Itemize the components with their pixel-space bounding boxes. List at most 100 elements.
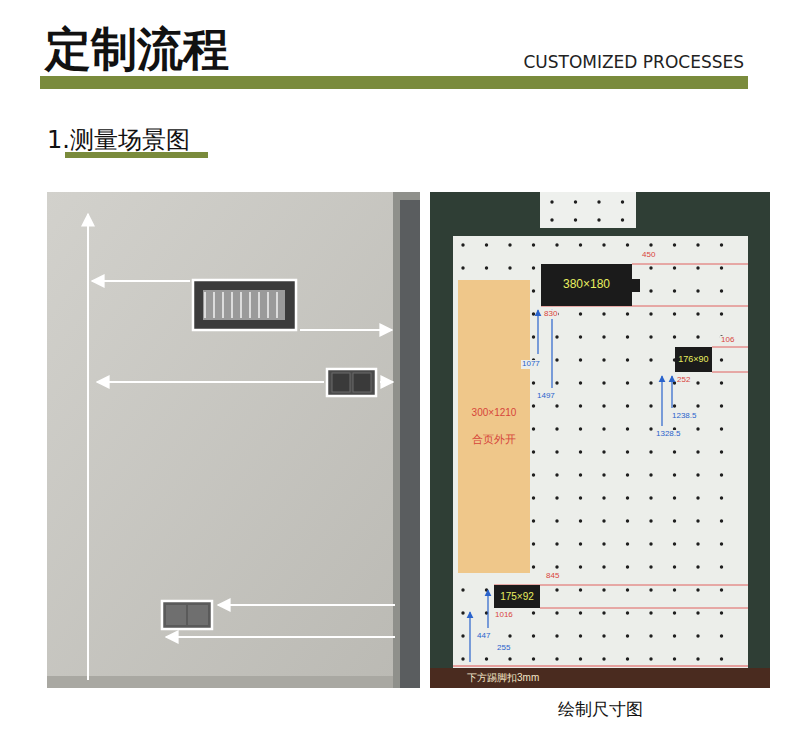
peg-hole [532, 542, 535, 545]
peg-hole [696, 335, 699, 338]
switch-cutout: 176×90 [675, 347, 712, 372]
dimension: 450 [641, 251, 656, 260]
peg-hole [602, 358, 605, 361]
peg-hole [579, 542, 582, 545]
peg-hole [555, 358, 558, 361]
peg-hole [649, 404, 652, 407]
peg-hole [555, 381, 558, 384]
measure-arrow [92, 280, 190, 282]
peg-hole [555, 611, 558, 614]
peg-hole [532, 634, 535, 637]
node-text: 175×92 [500, 591, 534, 603]
peg-hole [626, 427, 629, 430]
door-frame [393, 192, 420, 688]
peg-hole [532, 335, 535, 338]
red-dimension-lines [494, 264, 748, 608]
dimension: 447 [476, 632, 491, 641]
peg-hole [626, 450, 629, 453]
peg-hole [626, 657, 629, 660]
node-text: 300×1210 [472, 407, 517, 419]
peg-hole [673, 289, 676, 292]
peg-hole [579, 404, 582, 407]
dimension: 252 [676, 376, 691, 385]
peg-hole [574, 200, 577, 203]
peg-hole [626, 611, 629, 614]
peg-hole [532, 312, 535, 315]
peg-hole [485, 243, 488, 246]
peg-hole [602, 588, 605, 591]
peg-hole [673, 266, 676, 269]
peg-hole [532, 289, 535, 292]
skirting-note: 下方踢脚扣3mm [466, 672, 540, 683]
peg-hole [720, 450, 723, 453]
peg-hole [597, 218, 600, 221]
peg-hole [720, 266, 723, 269]
cabinet-box: 380×180 [541, 264, 632, 306]
peg-hole [579, 634, 582, 637]
peg-hole [508, 657, 511, 660]
peg-hole [673, 519, 676, 522]
blue-dimension-arrow [487, 590, 488, 628]
peg-hole [673, 657, 676, 660]
peg-hole [696, 657, 699, 660]
wall-photo [47, 192, 420, 688]
socket-plate [188, 605, 208, 625]
peg-hole [626, 542, 629, 545]
peg-hole [626, 565, 629, 568]
peg-hole [696, 243, 699, 246]
peg-hole [461, 634, 464, 637]
peg-hole [649, 358, 652, 361]
peg-hole [626, 404, 629, 407]
peg-hole [626, 473, 629, 476]
peg-hole [673, 611, 676, 614]
peg-hole [626, 381, 629, 384]
peg-hole [621, 218, 624, 221]
peg-hole [602, 450, 605, 453]
peg-hole [532, 381, 535, 384]
peg-hole [555, 657, 558, 660]
peg-hole [550, 200, 553, 203]
peg-hole [649, 312, 652, 315]
measure-arrow [218, 604, 395, 606]
peg-hole [649, 243, 652, 246]
peg-hole [673, 565, 676, 568]
peg-hole [720, 588, 723, 591]
peg-hole [532, 496, 535, 499]
top-pegboard [540, 192, 636, 228]
peg-hole [696, 588, 699, 591]
measure-arrow [97, 381, 324, 383]
peg-hole [602, 243, 605, 246]
peg-hole [626, 588, 629, 591]
peg-hole [461, 266, 464, 269]
peg-hole [532, 243, 535, 246]
peg-hole [602, 427, 605, 430]
peg-hole [720, 289, 723, 292]
peg-hole [579, 450, 582, 453]
peg-hole [555, 542, 558, 545]
peg-hole [602, 496, 605, 499]
peg-hole [579, 335, 582, 338]
peg-hole [673, 404, 676, 407]
peg-hole [649, 381, 652, 384]
peg-hole [673, 335, 676, 338]
peg-hole [555, 519, 558, 522]
peg-hole [555, 473, 558, 476]
peg-hole [602, 611, 605, 614]
skirting-floor [430, 668, 770, 688]
peg-hole [626, 519, 629, 522]
peg-hole [649, 335, 652, 338]
peg-hole [649, 588, 652, 591]
peg-hole [555, 450, 558, 453]
peg-hole [579, 312, 582, 315]
peg-hole [579, 243, 582, 246]
door-opening [400, 200, 420, 688]
peg-hole [574, 218, 577, 221]
peg-hole [626, 335, 629, 338]
peg-hole [696, 312, 699, 315]
peg-hole [720, 381, 723, 384]
peg-hole [555, 335, 558, 338]
peg-hole [555, 565, 558, 568]
peg-hole [626, 312, 629, 315]
peg-hole [649, 289, 652, 292]
